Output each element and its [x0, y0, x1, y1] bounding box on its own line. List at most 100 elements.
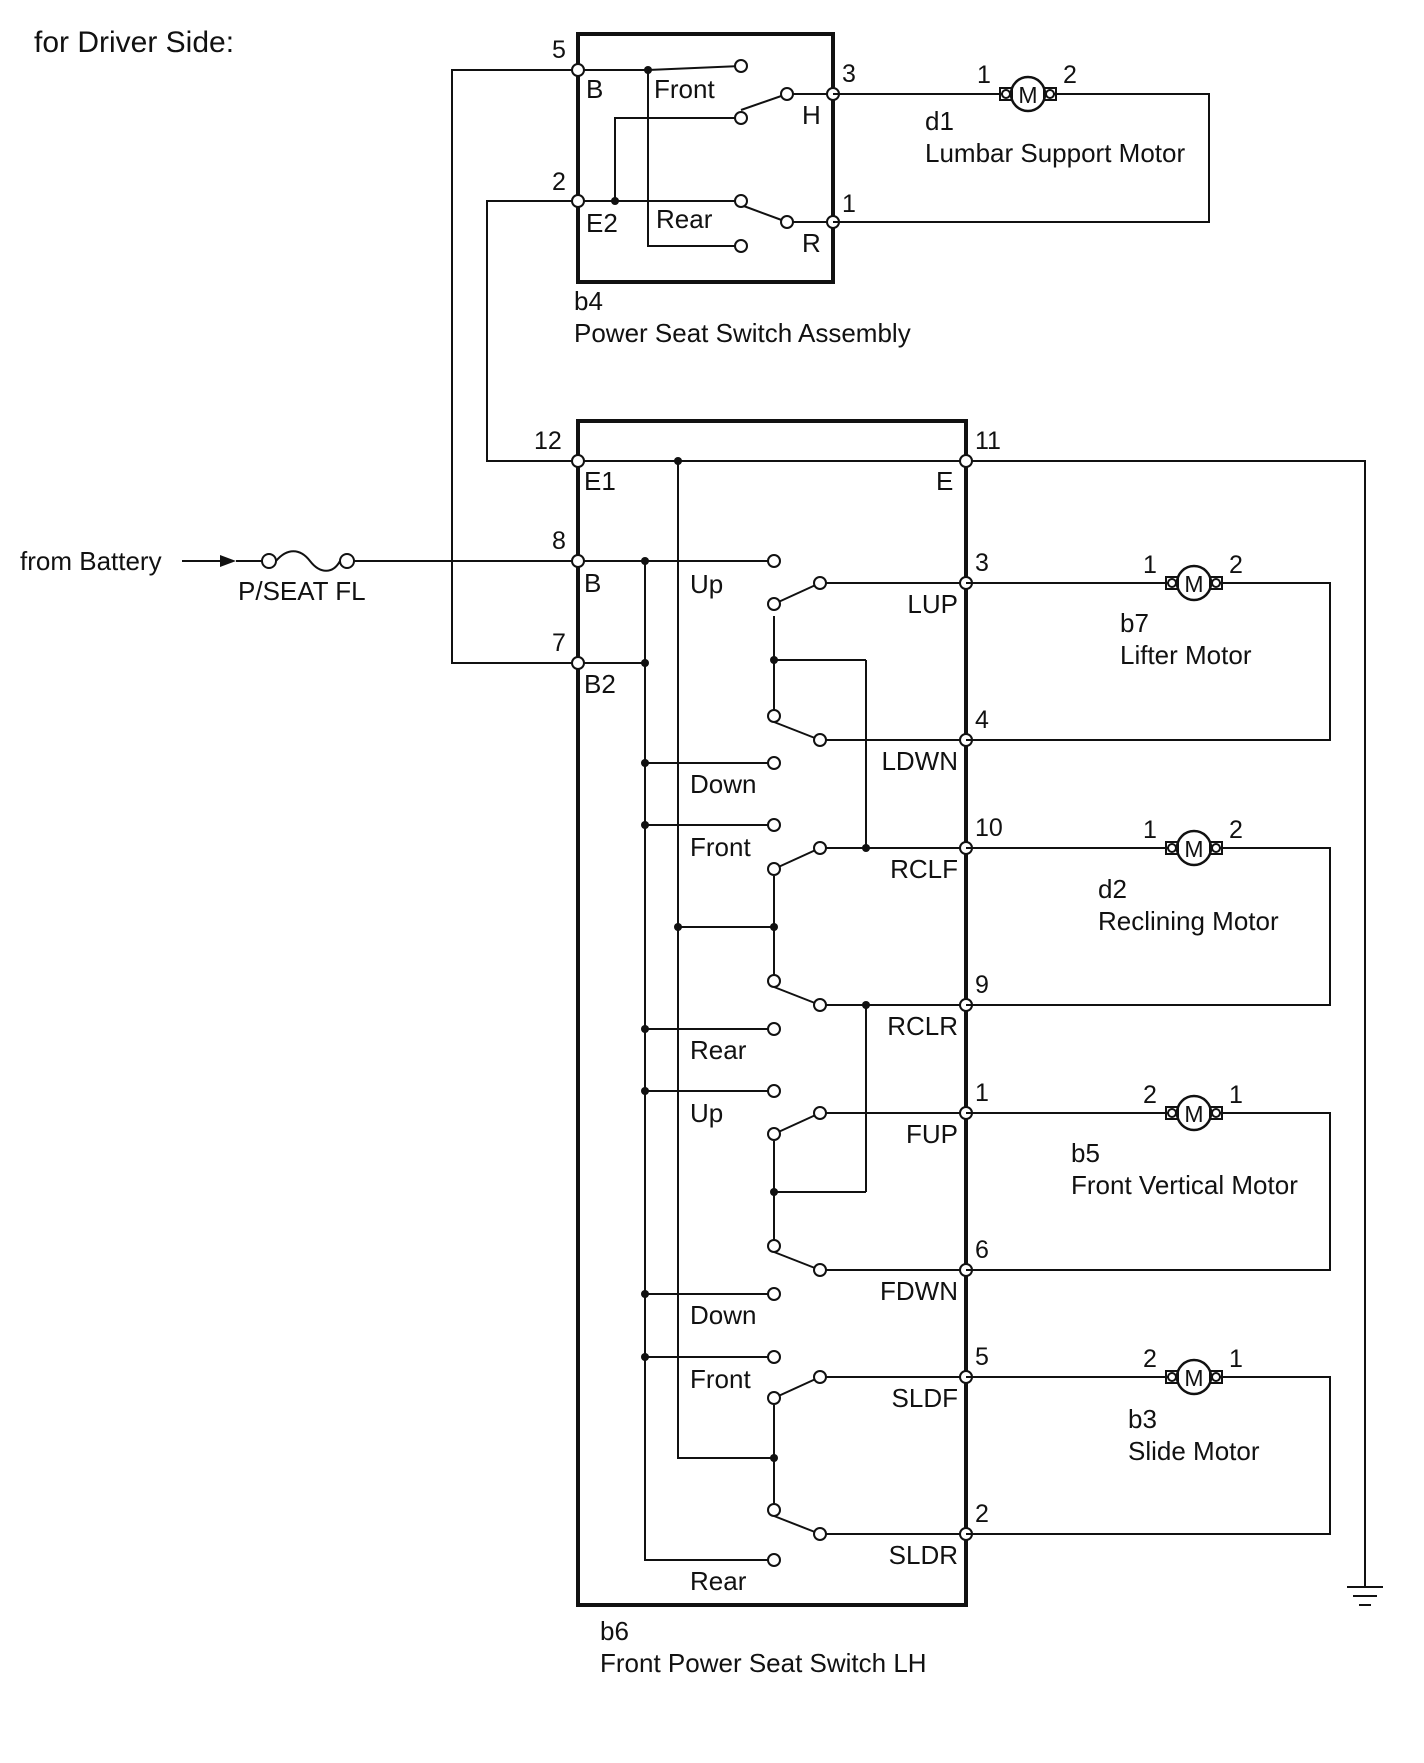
motor-terminal [1167, 843, 1177, 853]
switch-blade [773, 1112, 821, 1135]
component-id: b6 [600, 1616, 629, 1646]
pin-number: 10 [975, 814, 1003, 842]
position-label: Front [690, 832, 751, 862]
position-label: Front [654, 74, 715, 104]
b4-front-switch-blade [740, 93, 788, 111]
terminal-label: RCLR [887, 1011, 958, 1041]
fuse-icon [275, 550, 341, 572]
motor-symbol: M [1184, 836, 1203, 862]
pin-number: 1 [1229, 1081, 1243, 1109]
switch-contacts [767, 554, 827, 1567]
wire-b4-5-to-b6-7 [451, 69, 578, 664]
b4-contact [734, 111, 748, 125]
pin-number: 7 [552, 629, 566, 657]
pin-number: 2 [1063, 61, 1077, 89]
pin-number: 3 [975, 549, 989, 577]
motor-icon [1009, 75, 1047, 113]
switch-blade [773, 721, 821, 741]
lifter-motor: M 1 2 b7 Lifter Motor [966, 551, 1331, 741]
b4-contact [734, 239, 748, 253]
pin-number: 2 [1143, 1345, 1157, 1373]
b4-housing [576, 32, 835, 284]
component-name: Front Vertical Motor [1071, 1170, 1298, 1200]
pin-number: 1 [842, 190, 856, 218]
battery-feed: from Battery P/SEAT FL [20, 546, 578, 606]
pin-number: 5 [552, 36, 566, 64]
motor-terminal [1045, 89, 1055, 99]
motor-icon [1175, 1358, 1213, 1396]
pin-number: 1 [1143, 816, 1157, 844]
front-power-seat-switch-lh: 12 11 8 7 3 4 10 9 1 6 5 2 E1 E B B2 LUP… [534, 419, 1383, 1678]
front-vertical-motor: M 2 1 b5 Front Vertical Motor [966, 1081, 1331, 1271]
fuse-terminal [339, 553, 355, 569]
terminal-label: LUP [907, 589, 958, 619]
component-name: Power Seat Switch Assembly [574, 318, 911, 348]
b6-ground-bus [677, 461, 774, 1459]
pin-number: 11 [975, 427, 1001, 455]
motor-terminal [1211, 578, 1221, 588]
component-id: d2 [1098, 874, 1127, 904]
fuse-label: P/SEAT FL [238, 576, 366, 606]
motor-symbol: M [1184, 571, 1203, 597]
power-seat-switch-assembly: 5 2 3 1 B E2 H R Front Rear b4 Power Sea… [451, 32, 911, 664]
terminal-label: B [586, 74, 603, 104]
pin-number: 4 [975, 706, 989, 734]
wire [966, 1112, 1331, 1271]
motor-terminal [1211, 1372, 1221, 1382]
terminal-label: E [936, 466, 953, 496]
motor-terminal [1167, 578, 1177, 588]
motor-terminal [1167, 1372, 1177, 1382]
switch-blade [773, 1515, 821, 1535]
component-id: d1 [925, 106, 954, 136]
component-id: b4 [574, 286, 603, 316]
lumbar-support-motor: M 1 2 d1 Lumbar Support Motor [833, 61, 1210, 223]
position-label: Front [690, 1364, 751, 1394]
pin-number: 9 [975, 971, 989, 999]
junction-dot [611, 197, 619, 205]
terminal-label: E2 [586, 208, 618, 238]
b6-supply-bus [644, 561, 774, 1561]
junction-dot [644, 66, 652, 74]
terminal-label: B2 [584, 669, 616, 699]
component-id: b7 [1120, 608, 1149, 638]
terminal-label: SLDF [892, 1383, 958, 1413]
component-id: b3 [1128, 1404, 1157, 1434]
b4-rear-switch-blade [740, 204, 788, 223]
switch-blade [773, 847, 821, 870]
pin-number: 1 [977, 61, 991, 89]
component-name: Lumbar Support Motor [925, 138, 1185, 168]
pin-number: 2 [1229, 551, 1243, 579]
b4-e2-front-wire [614, 117, 741, 201]
terminal-label: RCLF [890, 854, 958, 884]
b4-pin-5 [571, 63, 585, 77]
terminal-label: E1 [584, 466, 616, 496]
b6-connector-pins [571, 454, 973, 1541]
b4-pin-2 [571, 194, 585, 208]
motor-symbol: M [1184, 1101, 1203, 1127]
pin-number: 5 [975, 1343, 989, 1371]
position-label: Rear [690, 1035, 747, 1065]
switch-blade [773, 986, 821, 1006]
wire [833, 93, 1210, 223]
pin-number: 2 [1229, 816, 1243, 844]
fuse-terminal [261, 553, 277, 569]
pin-number: 3 [842, 60, 856, 88]
motor-icon [1175, 564, 1213, 602]
motor-terminal [1001, 89, 1011, 99]
component-name: Lifter Motor [1120, 640, 1252, 670]
terminal-label: R [802, 228, 821, 258]
position-label: Up [690, 569, 723, 599]
motor-icon [1175, 1094, 1213, 1132]
wire-b4-2-to-b6-12 [486, 200, 578, 462]
pin-number: 1 [1143, 551, 1157, 579]
pin-number: 2 [552, 168, 566, 196]
position-label: Rear [656, 204, 713, 234]
pin-number: 2 [975, 1500, 989, 1528]
position-label: Down [690, 1300, 756, 1330]
component-id: b5 [1071, 1138, 1100, 1168]
wire [966, 1376, 1331, 1535]
pin-number: 12 [534, 427, 562, 455]
position-label: Up [690, 1098, 723, 1128]
b4-b-bus [578, 69, 741, 247]
b4-contact [734, 59, 748, 73]
